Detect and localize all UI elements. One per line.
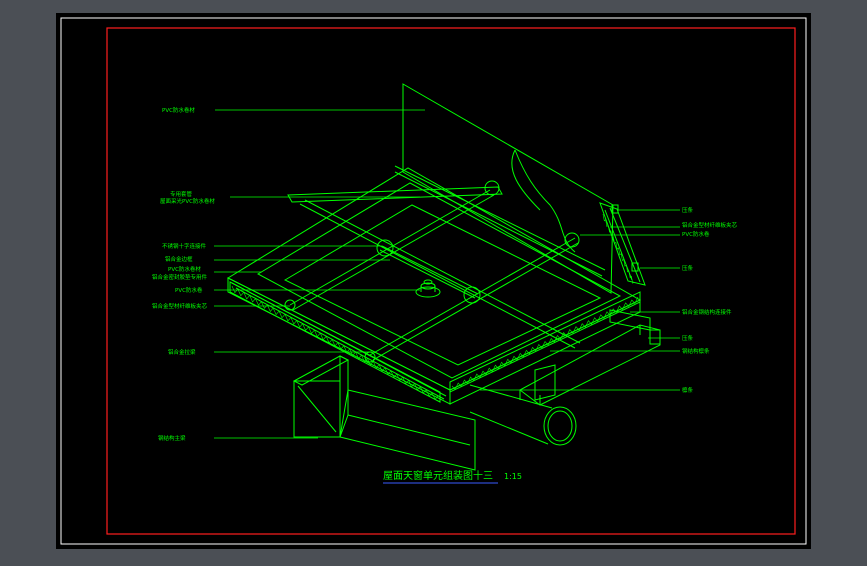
label-left-10: 钢结构主梁 xyxy=(158,434,186,442)
label-right-3: 压条 xyxy=(682,264,694,272)
label-left-7: PVC防水卷 xyxy=(175,286,203,294)
sandwich-edge-right xyxy=(449,291,641,393)
leaders-right xyxy=(480,209,680,391)
label-left-0: PVC防水卷材 xyxy=(162,106,195,114)
label-left-9: 铝合金拉梁 xyxy=(168,348,196,356)
label-left-4: 铝合金边框 xyxy=(165,255,193,263)
end-batten xyxy=(599,202,646,286)
label-left-5: PVC防水卷材 xyxy=(168,265,201,273)
wall-cutout-curve xyxy=(514,149,576,253)
label-right-2: PVC防水卷 xyxy=(682,230,710,238)
label-left-8: 铝合金型材纤维板夹芯 xyxy=(152,302,208,310)
labels-left-group: PVC防水卷材 专用套管 屋面采光PVC防水卷材 不锈钢十字连接件 铝合金边框 … xyxy=(152,106,215,442)
cross-joint xyxy=(376,239,394,257)
label-right-6: 钢结构檩条 xyxy=(682,347,710,355)
drawing-sheet xyxy=(56,13,811,549)
hatch-zigzag xyxy=(451,296,639,391)
label-right-1: 铝合金型材纤维板夹芯 xyxy=(682,221,738,229)
skylight-frame xyxy=(256,182,622,379)
tube-purlin xyxy=(543,406,577,446)
label-left-6: 铝合金密封胶垫专用件 xyxy=(152,273,208,281)
top-rail xyxy=(287,186,503,203)
sheet-border xyxy=(60,17,807,545)
drain-fitting xyxy=(415,286,441,298)
label-right-0: 压条 xyxy=(682,206,694,214)
drawing-scale: 1:15 xyxy=(504,472,522,481)
leaders-left xyxy=(214,109,425,439)
label-right-5: 压条 xyxy=(682,334,694,342)
label-left-1: 专用套管 xyxy=(170,190,193,198)
label-left-3: 不锈钢十字连接件 xyxy=(162,242,207,250)
labels-right-group: 压条 铝合金型材纤维板夹芯 PVC防水卷 压条 铝合金钢结构连接件 压条 钢结构… xyxy=(682,206,738,394)
red-frame xyxy=(106,27,796,535)
back-wall-panel xyxy=(402,83,614,294)
sandwich-edge-left xyxy=(229,281,441,403)
label-right-4: 铝合金钢结构连接件 xyxy=(682,308,732,316)
hatch-zigzag xyxy=(602,213,635,284)
label-left-2: 屋面采光PVC防水卷材 xyxy=(160,197,215,205)
drawing-title: 屋面天窗单元组装图十三 xyxy=(383,469,493,482)
label-right-7: 檩条 xyxy=(682,386,694,394)
